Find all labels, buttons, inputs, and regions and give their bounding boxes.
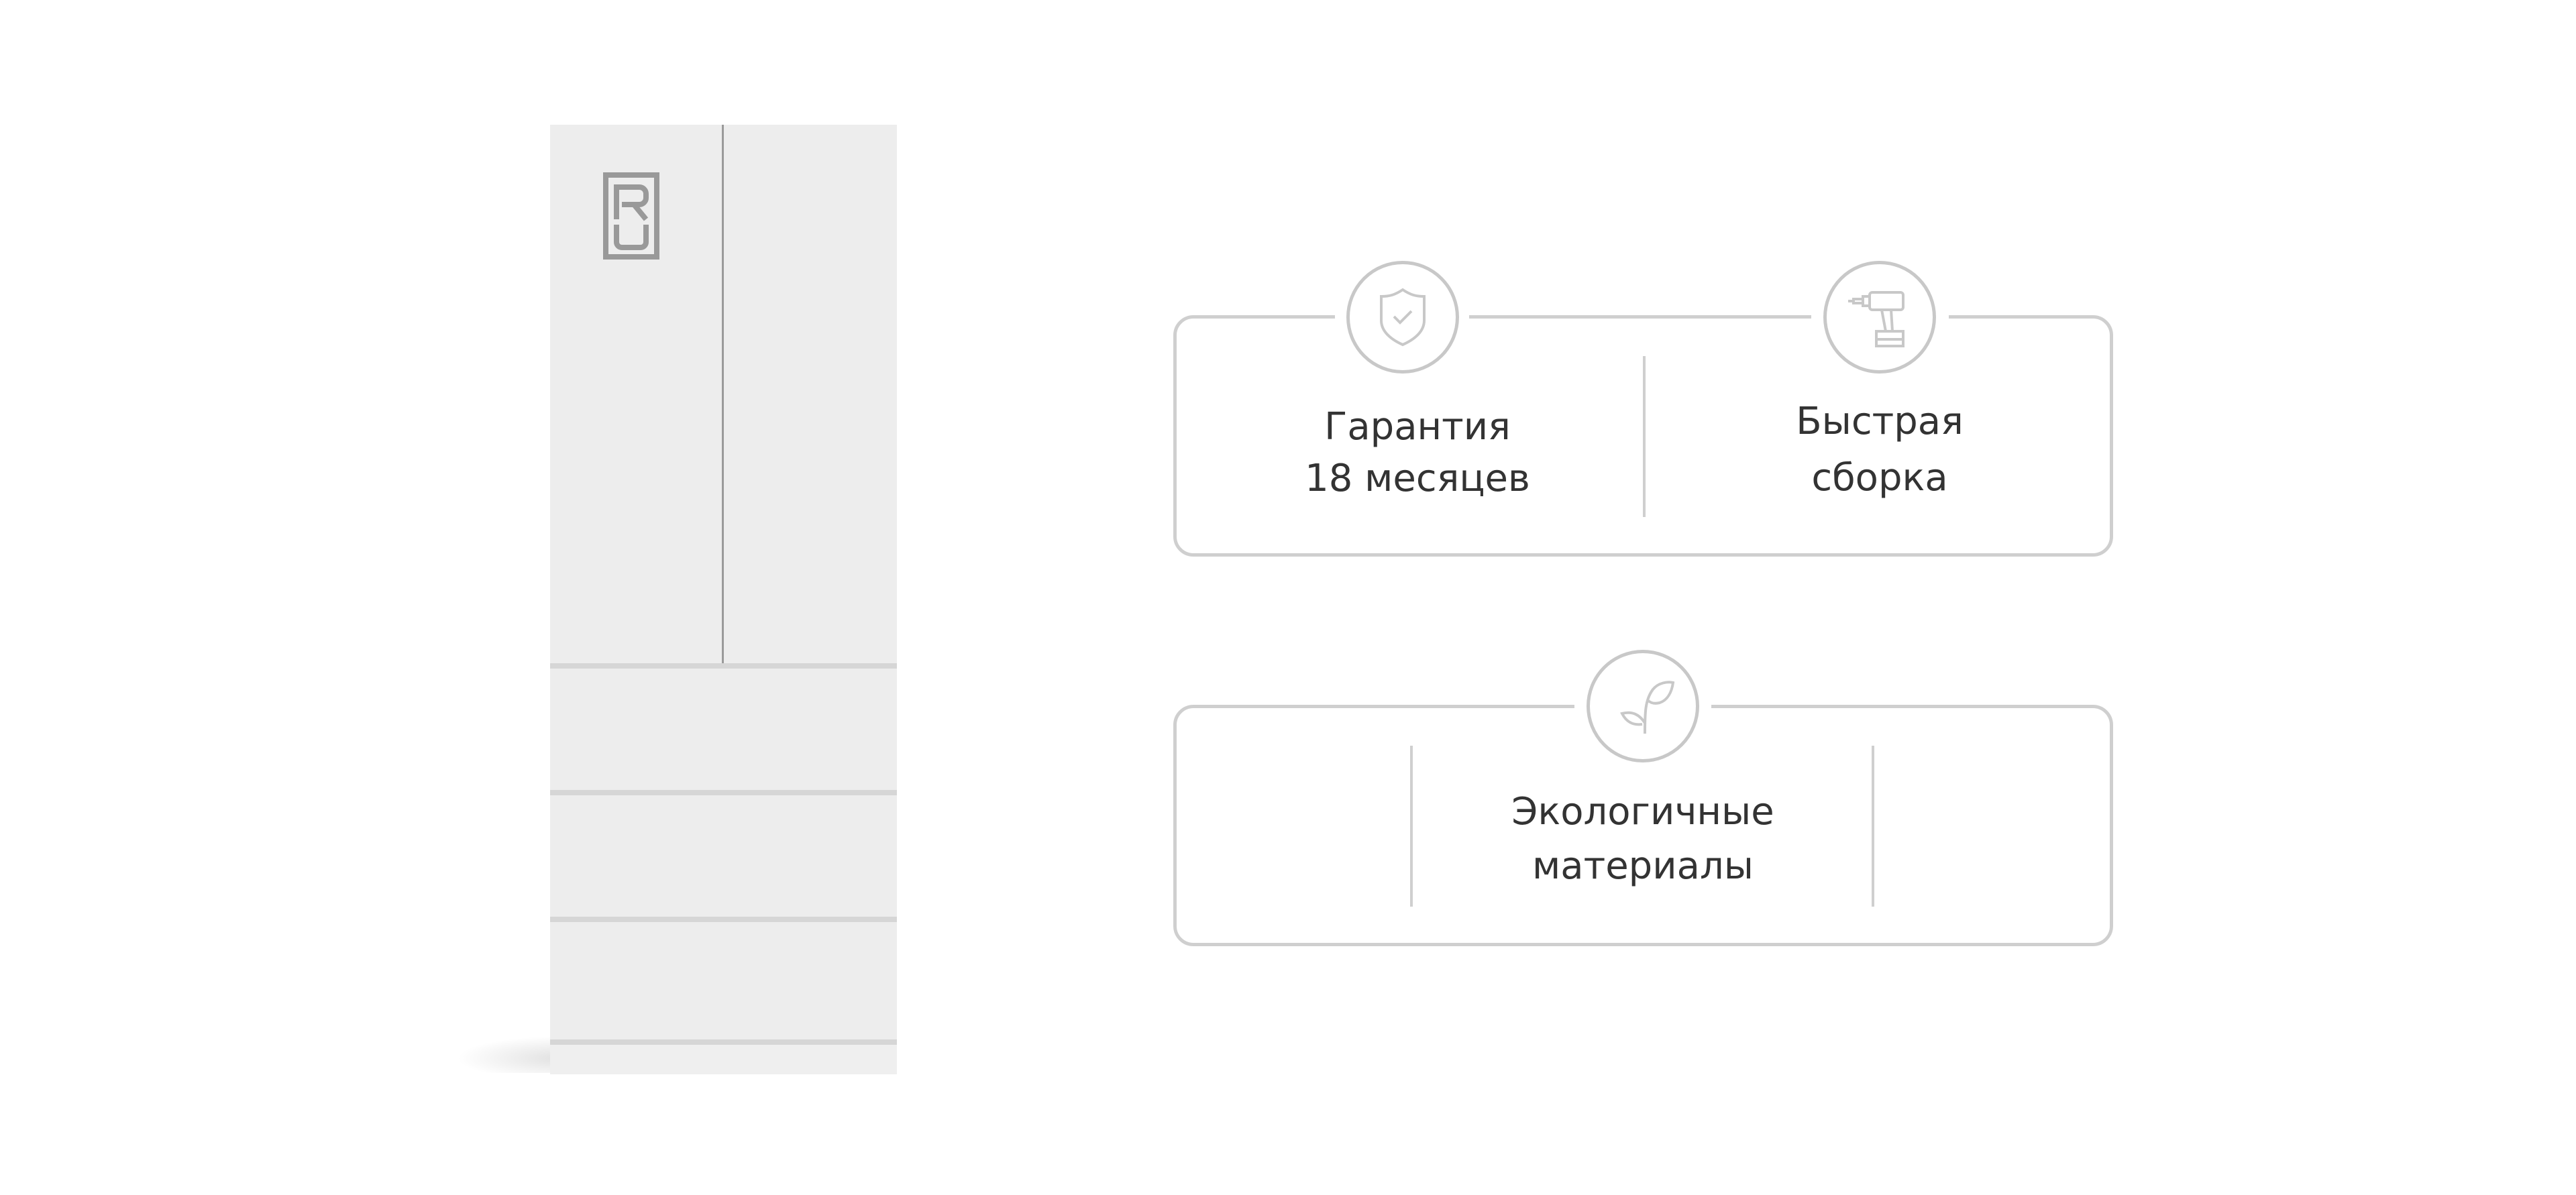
shield-check-icon: [1380, 288, 1426, 347]
feature-2-subtitle: сборка: [1811, 456, 1948, 500]
drawer-2: [550, 790, 897, 917]
drill-icon: [1848, 291, 1904, 347]
drawer-3: [550, 917, 897, 1039]
ru-logo: [603, 172, 659, 260]
feature-2-title: Быстрая: [1796, 400, 1964, 443]
feature-1-title: Гарантия: [1324, 405, 1511, 449]
divider: [1643, 356, 1646, 517]
feature-3-subtitle: материалы: [1532, 844, 1754, 888]
feature-icon-circle: [1587, 650, 1699, 762]
wardrobe-image: [550, 125, 897, 1074]
drawer-1: [550, 663, 897, 790]
divider: [1410, 746, 1413, 907]
wardrobe-door-right: [724, 125, 897, 663]
feature-icon-circle: [1823, 261, 1936, 374]
feature-icon-circle: [1346, 261, 1459, 374]
wardrobe-door-left: [550, 125, 722, 663]
feature-3-title: Экологичные: [1511, 790, 1774, 834]
feature-1-subtitle: 18 месяцев: [1305, 457, 1530, 500]
door-seam: [722, 125, 724, 663]
wardrobe-shadow: [456, 1036, 564, 1073]
divider: [1872, 746, 1874, 907]
leaf-sprout-icon: [1620, 681, 1675, 734]
plinth: [550, 1039, 897, 1074]
